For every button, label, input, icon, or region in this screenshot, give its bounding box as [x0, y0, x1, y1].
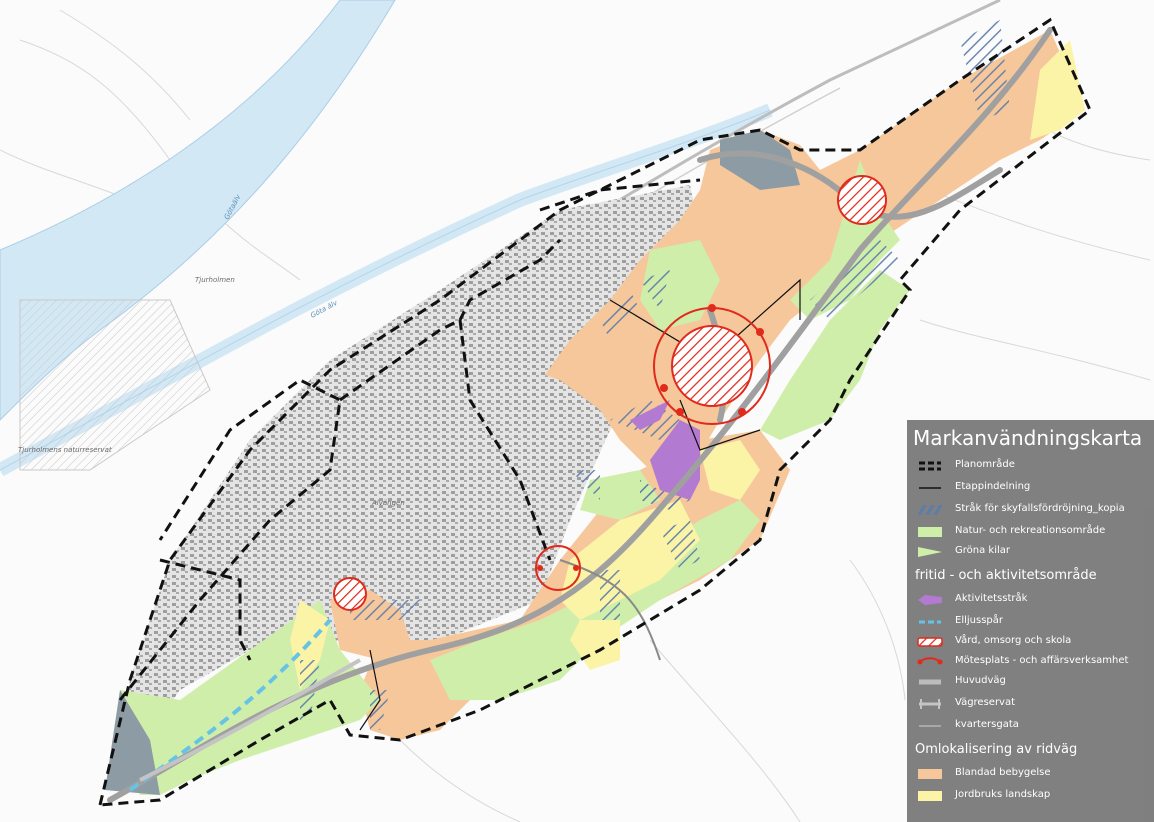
mixed-development-symbol [918, 769, 942, 779]
label-district: Alvängen [371, 499, 405, 507]
phase-line-symbol [919, 487, 941, 489]
legend-item-vagreservat: Vägreservat [915, 696, 1154, 712]
legend-item-aktivitet: Aktivitetsstråk [915, 592, 1154, 608]
legend-label-motes: Mötesplats - och affärsverksamhet [955, 655, 1129, 666]
main-road-symbol [919, 679, 941, 685]
legend-item-motes: Mötesplats - och affärsverksamhet [915, 654, 1154, 670]
legend-item-huvudvag: Huvudväg [915, 674, 1154, 690]
legend-item-jordbruk: Jordbruks landskap [915, 788, 1154, 804]
legend-label-elljus: Elljusspår [955, 615, 1003, 626]
local-street-symbol [919, 725, 941, 727]
illuminated-trail-symbol [919, 620, 941, 624]
legend-group-ridvag: Omlokalisering av ridväg [915, 742, 1078, 757]
legend-label-natur: Natur- och rekreationsområde [955, 525, 1106, 536]
legend-label-etapp: Etappindelning [955, 481, 1031, 492]
care-school-symbol [917, 637, 943, 647]
legend-item-vard: Vård, omsorg och skola [915, 634, 1154, 650]
legend-item-kvarter: kvartersgata [915, 718, 1154, 734]
legend-item-blandad: Blandad bebygelse [915, 766, 1154, 782]
urban-buildings [110, 185, 700, 790]
legend-item-grona: Gröna kilar [915, 544, 1154, 560]
label-nature-reserve: Tjurholmens naturreservat [18, 446, 112, 454]
farmland-symbol [918, 791, 942, 801]
care-school-symbols [333, 175, 887, 611]
nature-area-symbol [918, 527, 942, 537]
depot-area-north [720, 130, 800, 190]
legend-title: Markanvändningskarta [913, 426, 1143, 450]
green-wedge-symbol [918, 547, 942, 557]
activity-corridor-symbol [918, 595, 942, 605]
road-reserve-symbol [919, 699, 941, 709]
depot-area-southwest [105, 690, 160, 795]
legend-label-jordbruk: Jordbruks landskap [955, 789, 1051, 800]
legend-label-planomrade: Planområde [955, 459, 1015, 470]
legend-label-grona: Gröna kilar [955, 545, 1010, 556]
road-reserve [139, 658, 361, 782]
meeting-place-symbol [917, 657, 943, 665]
label-island: Tjurholmen [195, 276, 235, 284]
plan-area-inner-boundaries [118, 178, 701, 701]
legend-label-kvarter: kvartersgata [955, 719, 1019, 730]
legend-item-etapp: Etappindelning [915, 480, 1154, 496]
legend-panel: Markanvändningskarta Planområde Etappind… [907, 420, 1154, 822]
legend-label-vagreservat: Vägreservat [955, 697, 1016, 708]
legend-item-elljus: Elljusspår [915, 614, 1154, 630]
legend-label-blandad: Blandad bebygelse [955, 767, 1051, 778]
stormwater-stripe-symbol [917, 505, 943, 515]
plan-area-boundary [98, 17, 1092, 807]
phase-division-lines [359, 278, 801, 731]
plan-area-symbol [919, 461, 941, 471]
legend-label-strak: Stråk för skyfallsfördröjning_kopia [955, 503, 1125, 514]
legend-item-planomrade: Planområde [915, 458, 1154, 474]
legend-label-huvudvag: Huvudväg [955, 675, 1006, 686]
legend-label-vard: Vård, omsorg och skola [955, 635, 1072, 646]
nature-reserve-area [19, 299, 211, 471]
legend-item-natur: Natur- och rekreationsområde [915, 524, 1154, 540]
legend-item-strak: Stråk för skyfallsfördröjning_kopia [915, 502, 1154, 518]
meeting-place-dots [537, 304, 764, 571]
legend-label-aktivitet: Aktivitetsstråk [955, 593, 1028, 604]
legend-group-fritid: fritid - och aktivitetsområde [915, 568, 1097, 583]
